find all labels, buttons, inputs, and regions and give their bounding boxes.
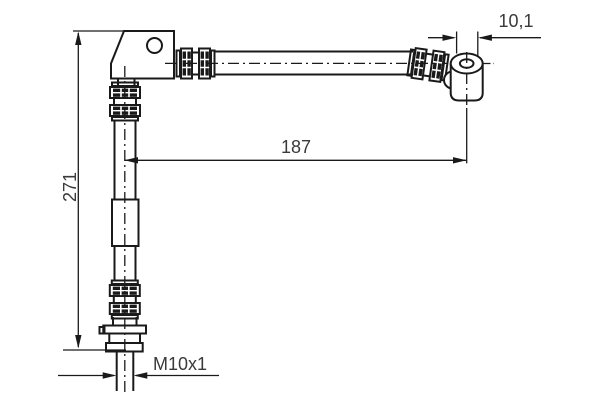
dimension-m10x1: [58, 372, 219, 379]
arrowhead-down: [75, 335, 82, 349]
crimp-ferrule-right: [406, 46, 450, 84]
protective-sleeve: [111, 198, 140, 247]
flange-washer: [105, 342, 144, 353]
horizontal-hose: [175, 46, 450, 84]
dimension-187: [124, 157, 467, 164]
arrowhead-up: [75, 31, 82, 45]
threaded-stub: [115, 351, 135, 391]
threaded-end-fitting: [98, 324, 148, 391]
fitting-neck: [112, 317, 138, 326]
dimension-10-1: [428, 31, 541, 57]
arrowhead-left-pointing: [478, 34, 492, 41]
label-vertical-length: 271: [60, 172, 80, 202]
arrowhead-left: [124, 157, 138, 164]
hose-tube-lower: [113, 246, 137, 281]
dimension-271: [63, 30, 126, 351]
bolt-hole: [146, 37, 163, 54]
flange-tab: [98, 326, 106, 335]
label-thread-spec: M10x1: [153, 354, 207, 374]
arrowhead-right: [453, 157, 467, 164]
label-banjo-offset: 10,1: [498, 11, 533, 31]
label-horizontal-length: 187: [281, 137, 311, 157]
hose-tube-horizontal: [214, 50, 413, 76]
arrowhead-right-pointing: [442, 34, 457, 41]
arrowhead-right-pointing: [102, 372, 117, 379]
arrowhead-left-pointing: [133, 372, 148, 379]
mounting-bracket: [110, 30, 175, 85]
banjo-fitting: [443, 52, 484, 102]
